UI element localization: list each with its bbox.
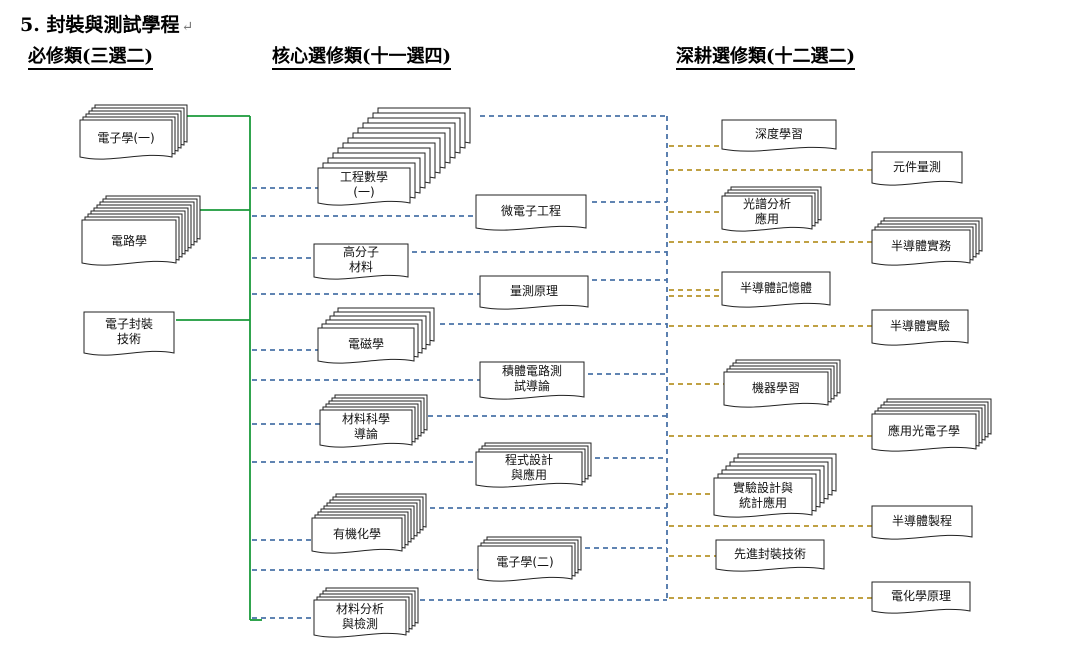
return-mark: ↵: [181, 19, 194, 35]
heading-required: 必修類(三選二): [28, 47, 154, 70]
course-node-c10: [477, 536, 582, 582]
course-node-r2: [81, 195, 201, 266]
course-node-a8: [871, 398, 992, 452]
course-node-a12: [871, 581, 971, 614]
course-node-c11: [313, 587, 419, 638]
course-node-c5: [317, 307, 435, 364]
course-node-a7: [723, 359, 841, 408]
course-node-r3: [83, 311, 175, 356]
course-node-a5: [721, 271, 831, 308]
course-node-a9: [713, 453, 837, 518]
course-node-a4: [871, 217, 983, 266]
course-node-a6: [871, 309, 969, 346]
course-node-c2: [475, 194, 587, 231]
course-node-a1: [721, 119, 837, 152]
course-node-a2: [871, 151, 963, 186]
course-node-c9: [311, 493, 427, 554]
course-node-c1: [317, 107, 471, 206]
course-node-c8: [475, 442, 592, 488]
course-node-c3: [313, 243, 409, 280]
course-node-a11: [715, 539, 825, 572]
heading-core: 核心選修類(十一選四): [272, 47, 452, 70]
heading-advanced: 深耕選修類(十二選二): [676, 47, 856, 70]
course-node-c4: [479, 275, 589, 310]
course-node-c7: [319, 394, 428, 448]
course-node-a10: [871, 505, 973, 540]
course-node-r1: [79, 104, 188, 160]
page-title: 5. 封裝與測試學程↵: [20, 14, 194, 36]
course-node-a3: [721, 186, 822, 232]
course-node-c6: [479, 361, 585, 400]
